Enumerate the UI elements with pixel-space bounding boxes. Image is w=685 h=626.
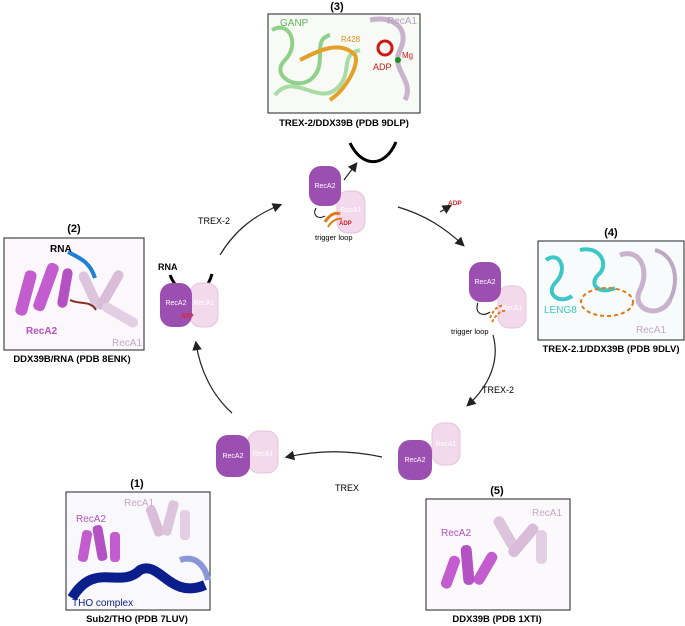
panel-1-caption: Sub2/THO (PDB 7LUV): [86, 614, 188, 625]
adp-released-label: ADP: [448, 200, 462, 207]
panel-3-reca1-label: RecA1: [387, 16, 417, 27]
arrow-left-to-top: [219, 203, 283, 256]
state-left-reca1: RecA1: [193, 300, 214, 307]
trex-bottom-label: TREX: [335, 483, 359, 493]
state-bottom-left: RecA2 RecA1: [216, 430, 279, 477]
state-bottom-left-reca1: RecA1: [252, 451, 273, 458]
panel-4-number: (4): [604, 227, 618, 239]
panel-5-number: (5): [490, 485, 504, 497]
state-right: RecA2 RecA1 trigger loop: [451, 262, 527, 336]
panel-1-structure: RecA1 RecA2 THO complex: [65, 491, 211, 611]
state-top-reca2: RecA2: [314, 183, 335, 190]
panel-3-structure: GANP RecA1 R428 ADP Mg: [267, 13, 421, 114]
panel-1-reca1-label: RecA1: [124, 498, 154, 509]
state-right-reca2: RecA2: [474, 279, 495, 286]
panel-4-structure: LENG8 RecA1: [537, 240, 685, 341]
panel-2-reca1-label: RecA1: [112, 338, 142, 349]
arrow-right-to-bottom-right: [466, 334, 496, 407]
panel-2-structure: RNA RecA2 RecA1: [3, 237, 145, 351]
panel-2-reca2-label: RecA2: [26, 326, 58, 337]
state-right-trigger-loop: trigger loop: [451, 327, 489, 336]
trex2-right-label: TREX-2: [482, 385, 514, 395]
trex2-left-label: TREX-2: [198, 216, 230, 226]
panel-5-reca2-label: RecA2: [441, 528, 471, 539]
panel-4-reca1-label: RecA1: [636, 325, 666, 336]
state-top-reca1: RecA1: [340, 207, 361, 214]
arrow-adp-release: [343, 162, 358, 181]
panel-2-caption: DDX39B/RNA (PDB 8ENK): [13, 354, 130, 365]
panel-1-number: (1): [130, 478, 144, 490]
state-bottom-right-reca1: RecA1: [435, 441, 456, 448]
panel-3-caption: TREX-2/DDX39B (PDB 9DLP): [279, 118, 409, 129]
state-left-reca2: RecA2: [165, 300, 186, 307]
panel-5-structure: RecA2 RecA1: [425, 498, 571, 611]
state-top-trigger-loop: trigger loop: [315, 233, 353, 242]
state-left: RNA RecA2 RecA1 ATP: [158, 262, 219, 328]
leng8-label: LENG8: [544, 305, 577, 316]
panel-2-number: (2): [67, 223, 81, 235]
state-bottom-right: RecA2 RecA1: [398, 422, 461, 480]
state-top-trex2: [348, 141, 398, 163]
ganp-label: GANP: [280, 18, 309, 29]
panel-3-number: (3): [330, 1, 344, 13]
panel-2-rna-label: RNA: [50, 244, 72, 255]
panel-1-reca2-label: RecA2: [76, 514, 106, 525]
state-right-reca1: RecA1: [501, 305, 522, 312]
tho-complex-label: THO complex: [72, 598, 133, 609]
state-bottom-left-reca2: RecA2: [222, 453, 243, 460]
panel-5-caption: DDX39B (PDB 1XTI): [452, 614, 541, 625]
arrow-adp-out: [439, 204, 453, 214]
state-left-rna-label: RNA: [158, 262, 178, 272]
state-top-adp: ADP: [339, 221, 352, 227]
mg-label: Mg: [402, 51, 413, 60]
state-left-atp: ATP: [181, 313, 194, 320]
panel-5-reca1-label: RecA1: [532, 508, 562, 519]
panel-4-caption: TREX-2.1/DDX39B (PDB 9DLV): [542, 344, 679, 355]
state-bottom-right-reca2: RecA2: [404, 457, 425, 464]
arrow-bottom-left-to-left: [192, 340, 233, 414]
arrow-top-to-right: [397, 206, 465, 247]
residue-label: R428: [341, 35, 361, 44]
cycle-arrows: [192, 162, 496, 461]
state-top: RecA2 RecA1 ADP trigger loop: [309, 141, 398, 242]
panel-3-adp-label: ADP: [373, 62, 392, 72]
arrow-bottom-right-to-bottom-left: [284, 450, 383, 461]
